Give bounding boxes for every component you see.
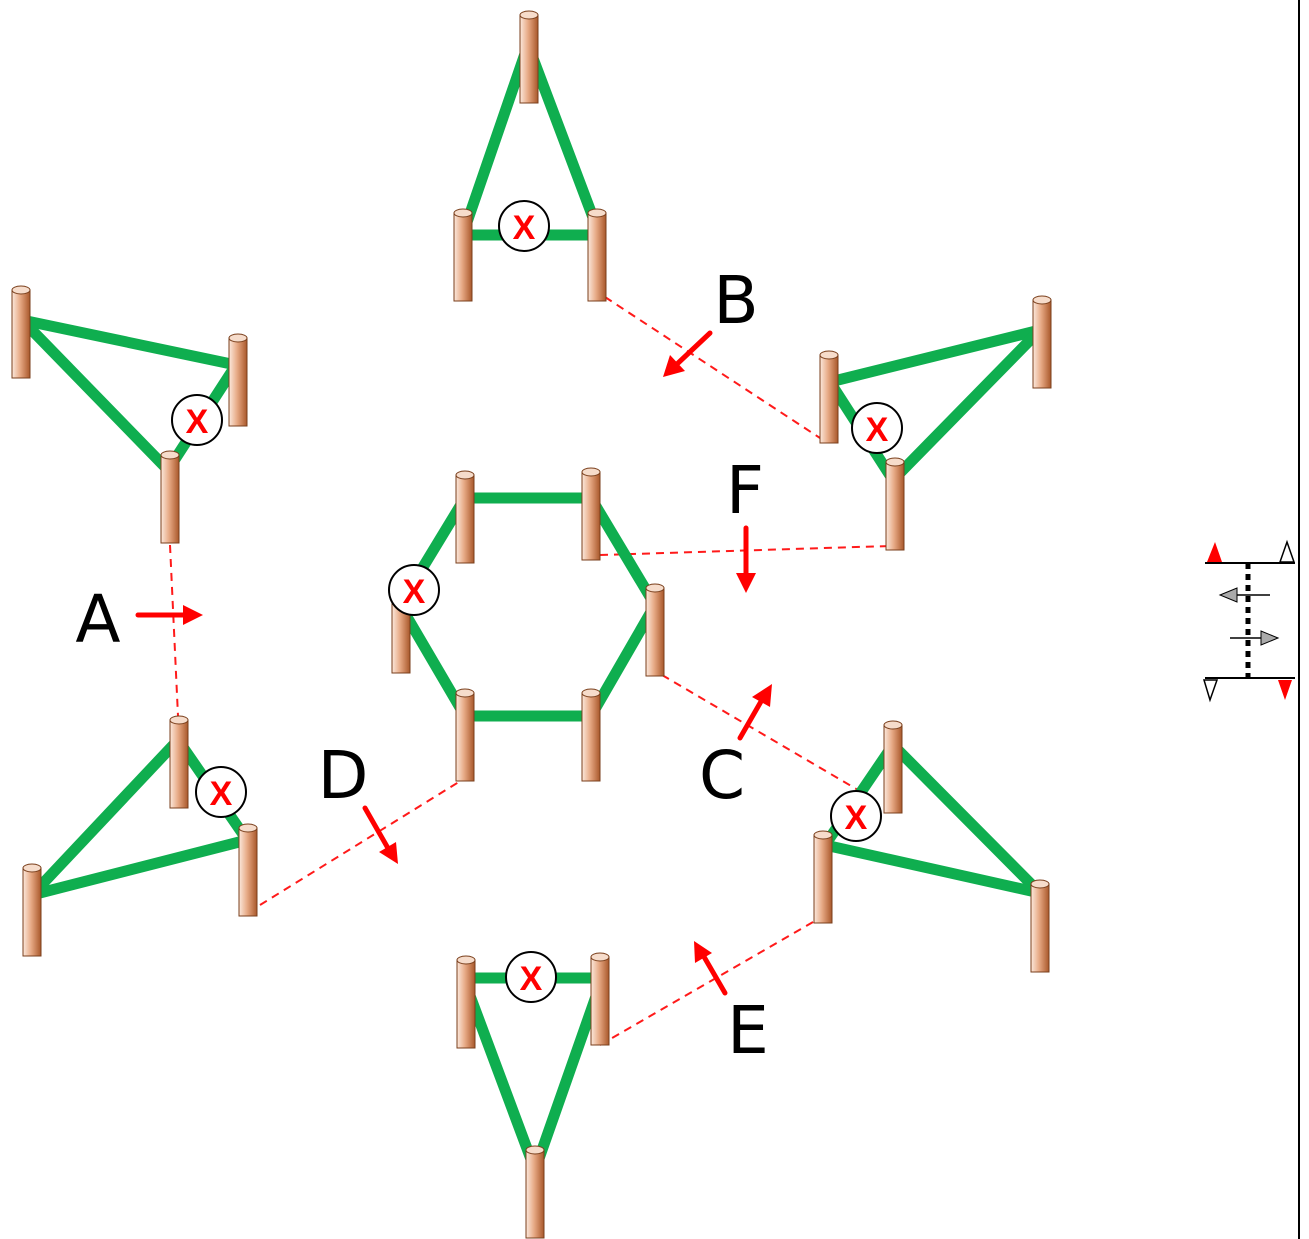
post-group bbox=[391, 467, 665, 782]
post-group bbox=[813, 720, 1050, 973]
x-marker: X bbox=[195, 766, 247, 818]
svg-text:X: X bbox=[520, 960, 543, 998]
obstacle-left-bottom-triangle: X bbox=[22, 715, 258, 957]
arrow-e bbox=[694, 941, 728, 996]
arrow-d bbox=[362, 805, 398, 864]
dashed-line-a bbox=[169, 544, 179, 717]
svg-text:X: X bbox=[513, 209, 536, 247]
right-border-line bbox=[1298, 0, 1300, 1239]
svg-text:X: X bbox=[866, 411, 889, 449]
dashed-connection-lines bbox=[169, 296, 891, 1046]
post-group bbox=[453, 10, 607, 302]
path-arrows-legend-icon bbox=[1202, 539, 1296, 703]
svg-text:X: X bbox=[845, 799, 868, 837]
post-group bbox=[11, 285, 248, 544]
x-marker: X bbox=[498, 200, 550, 252]
post-group bbox=[22, 715, 258, 957]
direction-arrows bbox=[135, 330, 772, 996]
obstacle-right-bottom-triangle: X bbox=[813, 720, 1050, 973]
obstacle-right-top-triangle: X bbox=[819, 295, 1052, 551]
x-marker: X bbox=[851, 402, 903, 454]
x-marker: X bbox=[388, 564, 440, 616]
label-d: D bbox=[318, 737, 369, 814]
obstacle-top-triangle: X bbox=[453, 10, 607, 302]
svg-text:X: X bbox=[403, 573, 426, 611]
dashed-line-d bbox=[259, 779, 463, 906]
obstacle-center-hexagon: X bbox=[388, 467, 665, 782]
arrow-f bbox=[736, 525, 756, 593]
label-f: F bbox=[726, 452, 764, 529]
x-marker: X bbox=[830, 790, 882, 842]
dashed-line-c bbox=[661, 674, 859, 791]
arrow-c bbox=[737, 684, 772, 741]
label-b: B bbox=[713, 262, 758, 339]
obstacle-left-top-triangle: X bbox=[11, 285, 248, 544]
label-a: A bbox=[75, 581, 120, 658]
label-e: E bbox=[727, 992, 769, 1069]
arrow-a bbox=[135, 605, 203, 625]
post-group bbox=[819, 295, 1052, 551]
post-group bbox=[456, 952, 610, 1239]
obstacle-bottom-triangle: X bbox=[456, 951, 610, 1239]
arrow-b bbox=[663, 330, 713, 377]
svg-text:X: X bbox=[210, 775, 233, 813]
x-marker: X bbox=[505, 951, 557, 1003]
x-marker: X bbox=[171, 394, 223, 446]
svg-text:X: X bbox=[186, 403, 209, 441]
route-labels: A B F C D E bbox=[75, 262, 768, 1069]
dashed-line-e bbox=[599, 917, 821, 1046]
dashed-line-b bbox=[604, 296, 821, 439]
label-c: C bbox=[699, 737, 745, 814]
